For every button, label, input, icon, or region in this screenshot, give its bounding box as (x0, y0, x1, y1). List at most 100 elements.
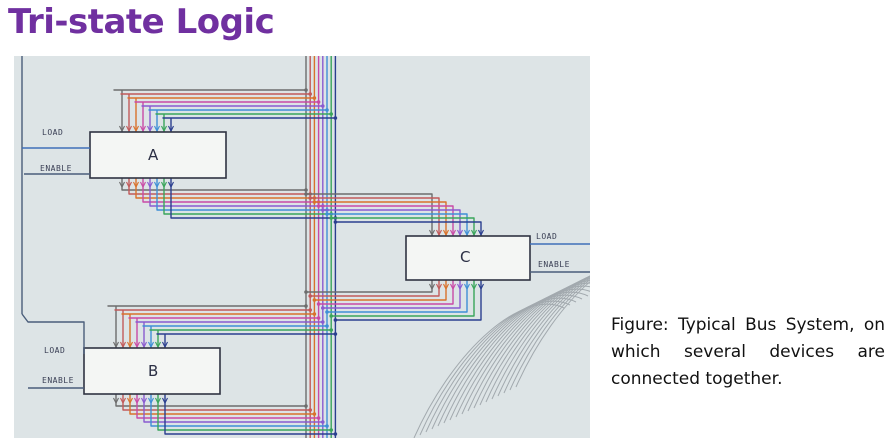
bus-junction-dot (304, 304, 308, 308)
input-arrow (154, 125, 160, 133)
input-arrow (140, 125, 146, 133)
bus-junction-dot (316, 316, 321, 320)
input-wire (114, 309, 311, 348)
output-arrow (161, 181, 167, 189)
output-wire (115, 394, 306, 407)
input-arrow (457, 229, 463, 237)
output-arrow (134, 397, 140, 405)
block-b-load-line (21, 313, 85, 354)
block-b-enable-label: ENABLE (42, 376, 74, 385)
bus-junction-dot (321, 320, 325, 324)
output-arrow (464, 283, 470, 291)
output-wire (128, 178, 311, 195)
input-arrow (127, 341, 133, 349)
bus-junction-dot (321, 306, 325, 310)
input-arrow (161, 125, 167, 133)
bus-junction-dot (329, 328, 334, 332)
input-wire (148, 109, 327, 132)
output-arrow (113, 397, 119, 405)
input-wire (127, 97, 315, 132)
bus-junction-dot (333, 432, 338, 436)
scribble-stroke (473, 276, 590, 409)
bus-junction-dot (304, 192, 308, 196)
block-c-load-label: LOAD (536, 232, 558, 241)
input-wire (310, 197, 440, 236)
bus-junction-dot (321, 420, 325, 424)
bus-junction-dot (312, 96, 317, 100)
output-wire (164, 394, 336, 435)
bus-junction-dot (333, 318, 338, 322)
bus-junction-dot (316, 204, 321, 208)
bus-junction-dot (333, 332, 338, 336)
scribble-marks (413, 275, 590, 438)
output-wire (170, 178, 336, 219)
bus-junction-dot (308, 308, 313, 312)
bus-junction-dot (316, 302, 321, 306)
block-c-label: C (460, 248, 471, 266)
input-wire (142, 325, 327, 348)
bus-junction-dot (308, 408, 313, 412)
output-arrow (127, 397, 133, 405)
bus-junction-dot (312, 312, 317, 316)
input-arrow (126, 125, 132, 133)
output-wire (335, 280, 482, 321)
bus-junction-dot (312, 200, 317, 204)
output-wire (306, 280, 433, 293)
input-wire (120, 93, 311, 132)
bus-junction-dot (333, 116, 338, 120)
input-arrow (148, 341, 154, 349)
bus-junction-dot (321, 208, 325, 212)
input-arrow (120, 341, 126, 349)
bus-junction-dot (329, 112, 334, 116)
input-arrow (162, 341, 168, 349)
input-arrow (429, 229, 435, 237)
block-c-box (405, 235, 531, 281)
output-arrow (147, 181, 153, 189)
input-wire (162, 117, 336, 132)
output-wire (163, 178, 332, 215)
output-arrow (154, 181, 160, 189)
scribble-stroke (443, 288, 590, 424)
bus-junction-dot (329, 216, 334, 220)
output-arrow (140, 181, 146, 189)
output-wire (122, 394, 311, 411)
scribble-stroke (425, 297, 577, 433)
output-arrow (148, 397, 154, 405)
bus-junction-dot (304, 188, 308, 192)
input-arrow (113, 341, 119, 349)
bus-junction-dot (329, 314, 334, 318)
bus-junction-dot (308, 196, 313, 200)
bus-junction-dot (333, 220, 338, 224)
output-wire (310, 280, 440, 297)
input-arrow (436, 229, 442, 237)
scribble-stroke (461, 280, 590, 415)
block-b-load-label: LOAD (44, 346, 66, 355)
scribble-stroke (413, 303, 565, 438)
bus-system-figure: LOAD ENABLE A LOAD ENABLE C LOAD ENABLE … (14, 56, 590, 438)
scribble-stroke (431, 294, 583, 430)
input-wire (128, 317, 319, 348)
bus-junction-dot (308, 92, 313, 96)
scribble-stroke (497, 276, 590, 397)
input-arrow (168, 125, 174, 133)
input-wire (134, 101, 319, 132)
input-wire (314, 201, 447, 236)
input-arrow (450, 229, 456, 237)
output-arrow (450, 283, 456, 291)
output-arrow (168, 181, 174, 189)
output-wire (156, 178, 327, 211)
slide-title: Tri-state Logic (8, 2, 275, 42)
scribble-stroke (467, 278, 590, 412)
input-arrow (119, 125, 125, 133)
input-wire (306, 193, 433, 236)
bus-junction-dot (325, 424, 329, 428)
output-arrow (443, 283, 449, 291)
input-arrow (471, 229, 477, 237)
bus-junction-dot (316, 100, 321, 104)
input-arrow (155, 341, 161, 349)
scribble-stroke (503, 277, 590, 394)
scribble-stroke (419, 300, 571, 436)
scribble-stroke (491, 275, 590, 400)
output-arrow (133, 181, 139, 189)
block-a-box (89, 131, 227, 179)
